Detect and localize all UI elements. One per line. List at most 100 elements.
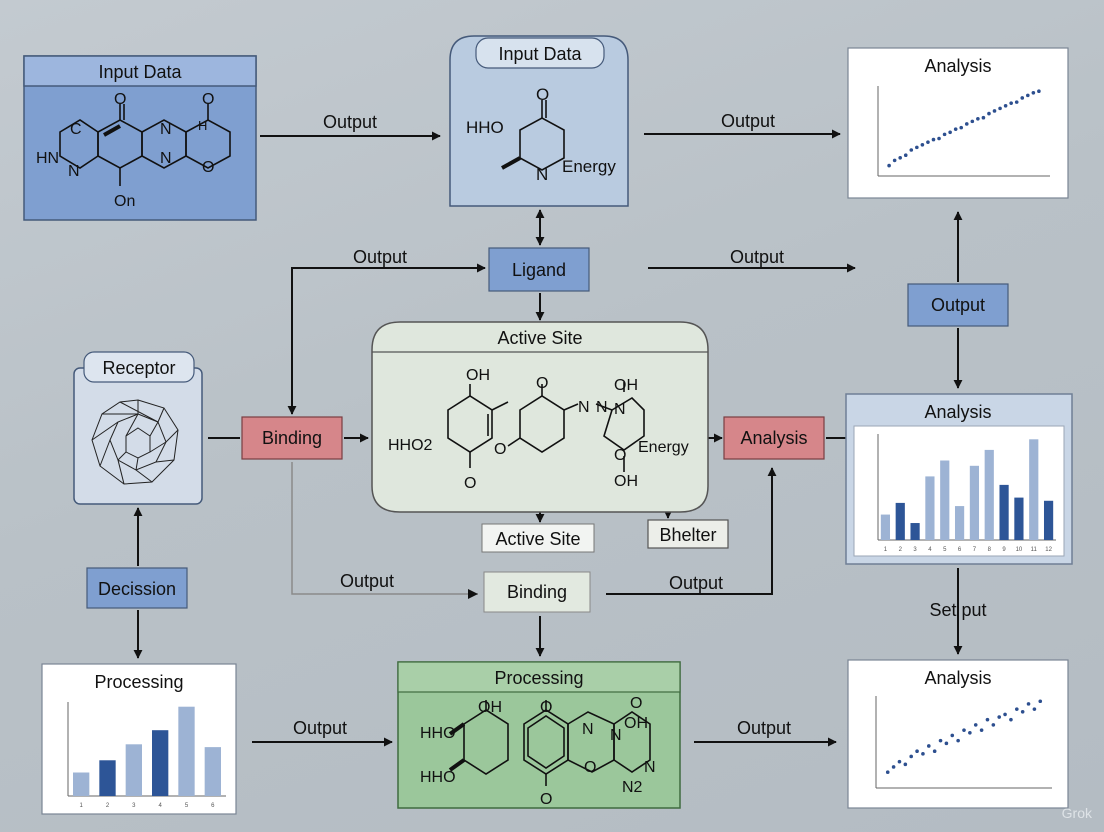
bar	[969, 465, 980, 540]
scatter-point	[885, 770, 890, 775]
svg-text:N: N	[582, 721, 594, 738]
scatter-point	[1020, 709, 1025, 714]
svg-text:N: N	[596, 399, 608, 416]
scatter-point	[921, 752, 925, 756]
node-active-site-small[interactable]: Active Site	[481, 523, 595, 553]
svg-text:O: O	[202, 91, 214, 108]
node-analysis-center[interactable]: Analysis	[723, 416, 825, 460]
node-output-box[interactable]: Output	[907, 283, 1009, 327]
node-label: Ligand	[512, 260, 566, 280]
scatter-point	[959, 125, 964, 130]
x-tick-label: 11	[1031, 547, 1038, 553]
node-label: Active Site	[495, 529, 580, 549]
scatter-point	[991, 723, 996, 727]
svg-text:Energy: Energy	[638, 439, 689, 456]
svg-text:On: On	[114, 193, 135, 210]
bar	[178, 706, 195, 796]
node-title: Active Site	[497, 328, 582, 348]
node-decission[interactable]: Decission	[86, 567, 188, 609]
x-tick-label: 5	[185, 803, 189, 809]
scatter-point	[970, 119, 975, 124]
node-binding-left[interactable]: Binding	[241, 416, 343, 460]
scatter-point	[948, 130, 952, 135]
node-ligand[interactable]: Ligand	[488, 247, 590, 292]
scatter-point	[997, 715, 1001, 719]
node-binding-center[interactable]: Binding	[483, 571, 591, 613]
scatter-point	[1003, 712, 1007, 717]
arrowhead	[468, 589, 478, 599]
scatter-point	[887, 163, 891, 168]
edge-label-output: Output	[721, 111, 775, 131]
scatter-point	[985, 717, 990, 722]
x-tick-label: 1	[884, 547, 888, 553]
edge-label-output: Output	[730, 247, 784, 267]
svg-text:O: O	[536, 85, 549, 104]
svg-text:OH: OH	[466, 367, 490, 384]
scatter-point	[915, 749, 919, 753]
node-title: Processing	[94, 672, 183, 692]
x-tick-label: 4	[928, 547, 932, 553]
node-label: Binding	[507, 582, 567, 602]
receptor-polyhedron-icon	[91, 399, 179, 485]
scatter-point	[944, 741, 949, 746]
edge-label-set-put: Set put	[929, 600, 986, 620]
scatter-chart-bottom	[875, 696, 1052, 789]
svg-text:O: O	[202, 159, 214, 176]
scatter-point	[1037, 89, 1041, 94]
svg-text:H: H	[198, 118, 207, 133]
svg-text:Energy: Energy	[562, 157, 616, 176]
x-tick-label: 10	[1016, 547, 1023, 553]
node-bhelter[interactable]: Bhelter	[647, 519, 729, 549]
scatter-point	[1003, 103, 1008, 108]
edge-label-output: Output	[669, 573, 723, 593]
bar	[125, 744, 142, 796]
scatter-point	[1009, 101, 1013, 105]
node-title: Processing	[494, 668, 583, 688]
scatter-point	[926, 140, 930, 144]
edge-binding-to-binding-grey	[291, 462, 478, 595]
svg-text:O: O	[614, 447, 626, 464]
svg-text:N: N	[68, 163, 80, 180]
molecule-structure-3	[447, 382, 645, 472]
scatter-point	[956, 738, 960, 743]
x-tick-label: 3	[132, 803, 136, 809]
node-label: Binding	[262, 428, 322, 448]
node-analysis-bottom: Analysis	[847, 659, 1069, 809]
svg-text:N2: N2	[622, 779, 643, 796]
edge-label-output: Output	[737, 718, 791, 738]
scatter-point	[998, 106, 1002, 111]
molecule-labels-4: OH O O N OH HHO HHO O N N N2 O	[420, 695, 656, 808]
bar	[984, 449, 994, 540]
svg-text:O: O	[494, 441, 506, 458]
svg-text:C: C	[70, 121, 82, 138]
molecule-labels-3: OH O N N OH N HHO2 O O Energy O OH	[388, 367, 689, 492]
edge-label-output: Output	[323, 112, 377, 132]
svg-text:N: N	[614, 401, 626, 418]
node-title: Analysis	[924, 668, 991, 688]
bar	[73, 772, 90, 796]
x-tick-label: 12	[1045, 547, 1052, 553]
scatter-point	[976, 116, 980, 121]
bar	[152, 730, 169, 796]
scatter-point	[962, 728, 966, 732]
bar	[925, 476, 935, 540]
molecule-labels-2: O HHO N Energy	[466, 85, 616, 184]
svg-text:O: O	[114, 91, 126, 108]
node-input-data-left: Input Data O O N H C HN N N O On	[23, 55, 257, 221]
x-tick-label: 6	[211, 803, 215, 809]
node-receptor: Receptor	[73, 351, 203, 505]
bar	[880, 514, 891, 540]
scatter-point	[973, 723, 978, 727]
scatter-point	[1015, 707, 1019, 711]
edge-label-output: Output	[353, 247, 407, 267]
svg-text:N: N	[578, 399, 590, 416]
x-tick-label: 3	[913, 547, 917, 553]
scatter-point	[981, 115, 986, 120]
scatter-point	[964, 122, 969, 126]
scatter-point	[1020, 96, 1025, 100]
node-title: Receptor	[102, 358, 175, 378]
bar	[204, 747, 221, 796]
